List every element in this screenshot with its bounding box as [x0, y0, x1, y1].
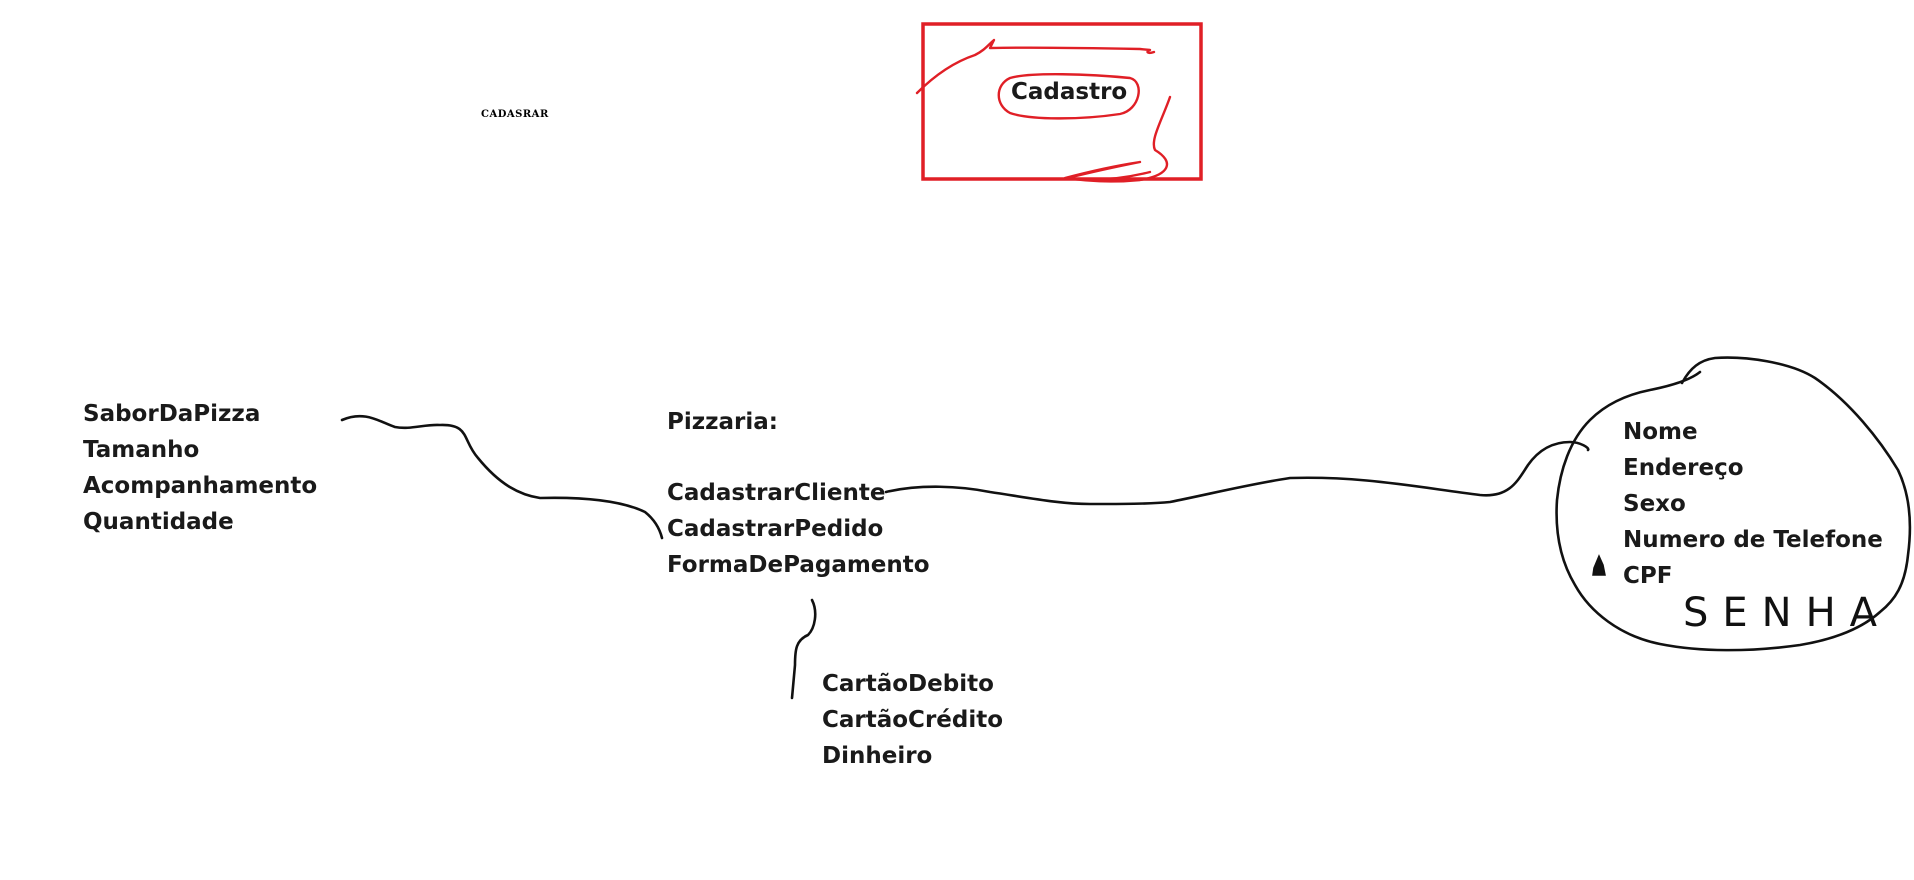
- cadastro-box-border: [921, 22, 1203, 181]
- client-field: Numero de Telefone: [1623, 527, 1883, 553]
- cadastro-scribble-bottom: [1063, 95, 1172, 183]
- pizza-field: Quantidade: [83, 509, 234, 535]
- connector-pagamento-to-methods: [790, 598, 817, 700]
- pizza-field: SaborDaPizza: [83, 401, 261, 427]
- pizza-field: Tamanho: [83, 437, 200, 463]
- pizzaria-title: Pizzaria:: [667, 409, 778, 435]
- pizzaria-item: FormaDePagamento: [667, 552, 930, 578]
- payment-method: CartãoCrédito: [822, 707, 1004, 733]
- cadastro-title: Cadastro: [1011, 79, 1128, 105]
- connector-pizzaria-to-client: [884, 440, 1590, 506]
- cadastro-scribble-top: [915, 38, 1156, 95]
- payment-methods-list: CartãoDebito CartãoCrédito Dinheiro: [822, 666, 1003, 774]
- client-fields-outline: [1555, 356, 1912, 652]
- cadastro-title-loop: [997, 73, 1140, 120]
- pizzaria-items-list: CadastrarCliente CadastrarPedido FormaDe…: [667, 475, 930, 583]
- payment-method: CartãoDebito: [822, 671, 994, 697]
- pizzaria-item: CadastrarPedido: [667, 516, 884, 542]
- connector-pizza-to-pizzaria: [340, 414, 664, 540]
- handwritten-note: SENHA: [1683, 590, 1892, 636]
- client-field: Nome: [1623, 419, 1698, 445]
- client-fields-list: Nome Endereço Sexo Numero de Telefone CP…: [1623, 414, 1883, 594]
- pizzaria-item: CadastrarCliente: [667, 480, 886, 506]
- payment-method: Dinheiro: [822, 743, 933, 769]
- client-field: Endereço: [1623, 455, 1744, 481]
- pizza-fields-list: SaborDaPizza Tamanho Acompanhamento Quan…: [83, 396, 317, 540]
- pizza-field: Acompanhamento: [83, 473, 318, 499]
- client-field: Sexo: [1623, 491, 1686, 517]
- small-label: CADASRAR: [481, 109, 549, 120]
- pencil-mark-icon: [1592, 554, 1606, 576]
- client-field: CPF: [1623, 563, 1673, 589]
